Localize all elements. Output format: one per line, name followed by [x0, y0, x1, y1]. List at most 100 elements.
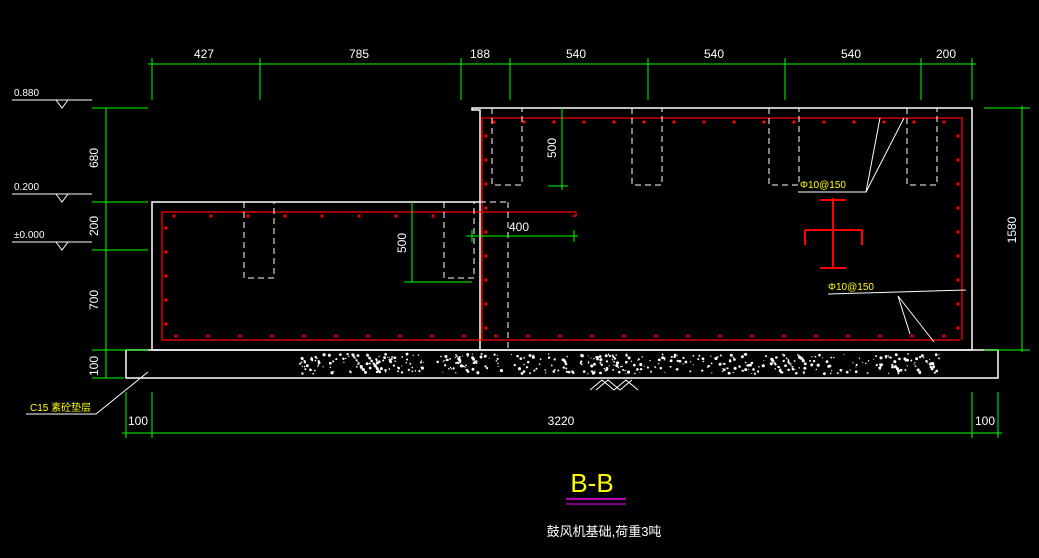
- rebar-dot: [912, 120, 916, 124]
- rebar-dot: [642, 120, 646, 124]
- hatch-speck: [845, 370, 849, 374]
- hatch-speck: [339, 353, 342, 356]
- hatch-speck: [714, 356, 718, 361]
- hatch-speck: [454, 356, 456, 358]
- rebar-dot: [956, 230, 960, 234]
- hatch-speck: [744, 361, 747, 364]
- hatch-speck: [673, 355, 676, 358]
- hatch-speck: [348, 355, 350, 357]
- hatch-speck: [517, 367, 522, 371]
- hatch-speck: [849, 369, 851, 371]
- rebar-dot: [164, 274, 168, 278]
- rebar-dot: [814, 334, 818, 338]
- hatch-speck: [384, 352, 387, 356]
- hatch-speck: [861, 362, 864, 364]
- hatch-speck: [452, 367, 455, 370]
- foundation-outline: [125, 107, 999, 379]
- rebar-dot: [302, 334, 306, 338]
- pocket-3: [491, 108, 523, 186]
- hatch-speck: [723, 362, 726, 366]
- hatch-speck: [795, 372, 798, 375]
- hatch-speck: [625, 353, 628, 356]
- hatch-speck: [317, 363, 320, 366]
- hatch-speck: [682, 363, 684, 365]
- hatch-speck: [728, 359, 732, 363]
- rebar-dot: [956, 326, 960, 330]
- top-dim-2: 785: [349, 47, 369, 61]
- hatch-speck: [317, 360, 320, 363]
- hatch-speck: [825, 360, 829, 363]
- hatch-speck: [310, 357, 314, 361]
- hatch-speck: [818, 353, 821, 357]
- rebar-dot: [522, 120, 526, 124]
- hatch-speck: [567, 370, 571, 374]
- hatch-speck: [803, 366, 807, 370]
- hatch-speck: [785, 357, 788, 360]
- hatch-speck: [918, 371, 921, 373]
- hatch-speck: [904, 358, 908, 362]
- pocket-6: [906, 108, 938, 186]
- hatch-speck: [875, 364, 878, 367]
- hatch-speck: [814, 355, 817, 358]
- rebar-dot: [246, 214, 250, 218]
- hatch-speck: [400, 371, 404, 374]
- hatch-speck: [384, 369, 387, 372]
- hatch-speck: [300, 361, 303, 364]
- rebar-dot: [164, 298, 168, 302]
- hatch-speck: [613, 364, 615, 366]
- hatch-speck: [368, 366, 372, 370]
- hatch-speck: [516, 354, 519, 358]
- hatch-speck: [875, 355, 878, 358]
- hatch-speck: [476, 371, 480, 375]
- rebar-dot: [718, 334, 722, 338]
- hatch-speck: [791, 367, 795, 371]
- hatch-speck: [938, 357, 940, 360]
- top-dim-1: 427: [194, 47, 214, 61]
- rebar-dot: [484, 254, 488, 258]
- hatch-speck: [899, 368, 903, 372]
- rebar-dot: [750, 334, 754, 338]
- hatch-speck: [600, 363, 603, 366]
- hatch-speck: [775, 356, 778, 359]
- hatch-speck: [580, 363, 583, 366]
- rebar-dot: [956, 206, 960, 210]
- hatch-speck: [496, 357, 499, 360]
- hatch-speck: [701, 369, 704, 372]
- hatch-speck: [769, 362, 773, 366]
- hatch-speck: [633, 372, 636, 375]
- hatch-speck: [604, 354, 608, 358]
- hatch-speck: [378, 355, 380, 358]
- hatch-speck: [719, 354, 722, 357]
- hatch-speck: [615, 354, 618, 356]
- hatch-speck: [854, 370, 858, 373]
- hatch-speck: [891, 365, 894, 369]
- hatch-speck: [624, 369, 626, 372]
- hatch-speck: [544, 369, 547, 371]
- rebar-dot: [357, 214, 361, 218]
- rebar-dot: [431, 214, 435, 218]
- hatch-speck: [933, 371, 936, 374]
- rebar-cage: [161, 117, 963, 341]
- hatch-speck: [449, 357, 452, 360]
- hatch-speck: [897, 372, 900, 375]
- hatch-speck: [455, 361, 458, 364]
- rebar-lower-block: [161, 211, 960, 341]
- rebar-dot: [852, 120, 856, 124]
- hatch-speck: [676, 359, 679, 363]
- rebar-dot: [334, 334, 338, 338]
- hatch-speck: [587, 373, 589, 375]
- hatch-speck: [783, 355, 785, 357]
- hatch-speck: [596, 357, 599, 361]
- hatch-speck: [649, 359, 651, 362]
- hatch-speck: [401, 365, 403, 367]
- hatch-speck: [483, 354, 487, 358]
- hatch-speck: [529, 372, 531, 375]
- rebar-dot: [846, 334, 850, 338]
- hatch-speck: [852, 362, 854, 364]
- hatch-speck: [839, 368, 843, 372]
- hatch-speck: [753, 372, 757, 375]
- hatch-speck: [366, 353, 369, 357]
- hatch-speck: [732, 356, 734, 359]
- hatch-speck: [914, 362, 916, 364]
- hatch-speck: [889, 356, 892, 359]
